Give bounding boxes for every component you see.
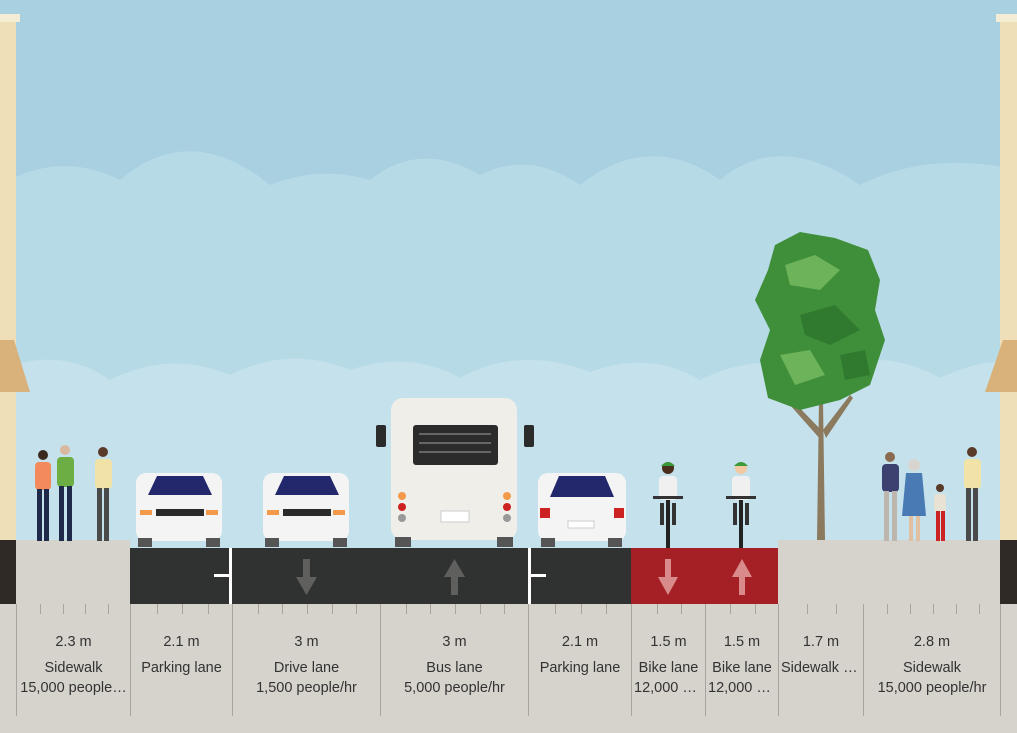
- segment-ruler-ticks: [381, 604, 528, 616]
- tree: [755, 232, 885, 540]
- bus-lane-arrow-icon: [444, 559, 465, 595]
- ruler-tick: [208, 604, 209, 614]
- bike-lane-up-arrow-icon: [732, 559, 752, 595]
- segment-name: Sidewalk t…: [781, 660, 861, 676]
- segment-name: Drive lane: [273, 660, 340, 676]
- street-scene: [0, 0, 1017, 605]
- ruler-tick: [504, 604, 505, 614]
- bus: [376, 398, 534, 547]
- ruler-tick: [85, 604, 86, 614]
- ruler-tick: [910, 604, 911, 614]
- segment-capacity: 1,500 people/hr: [256, 680, 357, 696]
- segment-width: 1.5 m: [650, 634, 687, 650]
- ruler-tick: [406, 604, 407, 614]
- ruler-tick: [108, 604, 109, 614]
- segment-ruler-ticks: [864, 604, 1000, 616]
- pedestrians-right: [882, 447, 981, 541]
- segment-name: Sidewalk: [44, 660, 103, 676]
- segment-width: 2.8 m: [913, 634, 951, 650]
- segment-capacity: 12,000 p…: [708, 680, 776, 696]
- segment-label-5[interactable]: 2.1 m Parking lane: [528, 604, 631, 716]
- ruler-tick: [657, 604, 658, 614]
- cyclist-2: [726, 462, 756, 548]
- ruler-tick: [258, 604, 259, 614]
- ruler-tick: [979, 604, 980, 614]
- segment-ruler-ticks: [17, 604, 130, 616]
- segment-ruler-ticks: [706, 604, 778, 616]
- ruler-tick: [307, 604, 308, 614]
- segment-name: Parking lane: [539, 660, 621, 676]
- drive-lane-car: [263, 473, 349, 547]
- building-left: [0, 14, 30, 545]
- segment-ruler-ticks: [131, 604, 232, 616]
- segment-width: 2.1 m: [163, 634, 200, 650]
- segment-label-1[interactable]: 2.3 m Sidewalk 15,000 people…: [16, 604, 130, 716]
- segment-labels: 2.3 m Sidewalk 15,000 people… 2.1 m Parking …: [0, 604, 1017, 733]
- segment-name: Sidewalk: [902, 660, 962, 676]
- ruler-tick: [836, 604, 837, 614]
- ruler-tick: [356, 604, 357, 614]
- segment-name: Bike lane: [638, 660, 699, 676]
- drive-lane-arrow-icon: [296, 559, 317, 595]
- ruler-tick: [581, 604, 582, 614]
- building-right: [985, 14, 1017, 545]
- segment-name: Bus lane: [426, 660, 483, 676]
- ruler-tick: [681, 604, 682, 614]
- segment-width: 2.1 m: [561, 634, 599, 650]
- ruler-tick: [455, 604, 456, 614]
- segment-ruler-ticks: [233, 604, 380, 616]
- segment-capacity: 15,000 people/hr: [877, 680, 987, 696]
- segment-label-8[interactable]: 1.7 m Sidewalk t…: [778, 604, 863, 716]
- pedestrians-left: [35, 445, 112, 541]
- ruler-tick: [430, 604, 431, 614]
- segment-width: 2.3 m: [55, 634, 92, 650]
- sidewalk-right-surface: [778, 540, 1000, 605]
- segment-label-3[interactable]: 3 m Drive lane 1,500 people/hr: [232, 604, 380, 716]
- street-section-illustration: [0, 0, 1017, 605]
- segment-width: 3 m: [442, 634, 467, 650]
- sidewalk-left-surface: [0, 540, 130, 605]
- roadway: [130, 548, 631, 605]
- segment-capacity: 15,000 people…: [20, 680, 127, 696]
- segment-ruler-ticks: [779, 604, 863, 616]
- segment-label-6[interactable]: 1.5 m Bike lane 12,000 p…: [631, 604, 705, 716]
- lane-markings: [214, 548, 546, 605]
- ruler-tick: [730, 604, 731, 614]
- ruler-tick: [40, 604, 41, 614]
- segment-label-9[interactable]: 2.8 m Sidewalk 15,000 people/hr: [863, 604, 1001, 716]
- segment-label-4[interactable]: 3 m Bus lane 5,000 people/hr: [380, 604, 528, 716]
- ruler-tick: [282, 604, 283, 614]
- ruler-tick: [182, 604, 183, 614]
- bike-lane-down-arrow-icon: [658, 559, 678, 595]
- segment-width: 1.7 m: [802, 634, 840, 650]
- ruler-tick: [480, 604, 481, 614]
- ruler-tick: [807, 604, 808, 614]
- ruler-tick: [887, 604, 888, 614]
- segment-ruler-ticks: [529, 604, 631, 616]
- segment-name: Bike lane: [712, 660, 772, 676]
- segment-width: 3 m: [294, 634, 319, 650]
- segment-capacity: 5,000 people/hr: [404, 680, 505, 696]
- ruler-tick: [755, 604, 756, 614]
- segment-label-7[interactable]: 1.5 m Bike lane 12,000 p…: [705, 604, 778, 716]
- segment-label-2[interactable]: 2.1 m Parking lane: [130, 604, 232, 716]
- segment-width: 1.5 m: [723, 634, 761, 650]
- segment-capacity: 12,000 p…: [634, 680, 703, 696]
- bike-lanes-surface: [631, 548, 778, 605]
- segment-name: Parking lane: [141, 660, 222, 676]
- ruler-tick: [555, 604, 556, 614]
- parked-car-left: [136, 473, 222, 547]
- cyclist-1: [653, 462, 683, 548]
- ruler-tick: [606, 604, 607, 614]
- ruler-tick: [956, 604, 957, 614]
- segment-ruler-ticks: [632, 604, 705, 616]
- ruler-tick: [933, 604, 934, 614]
- ruler-tick: [332, 604, 333, 614]
- ruler-tick: [157, 604, 158, 614]
- ruler-tick: [63, 604, 64, 614]
- parked-car-right: [538, 473, 626, 547]
